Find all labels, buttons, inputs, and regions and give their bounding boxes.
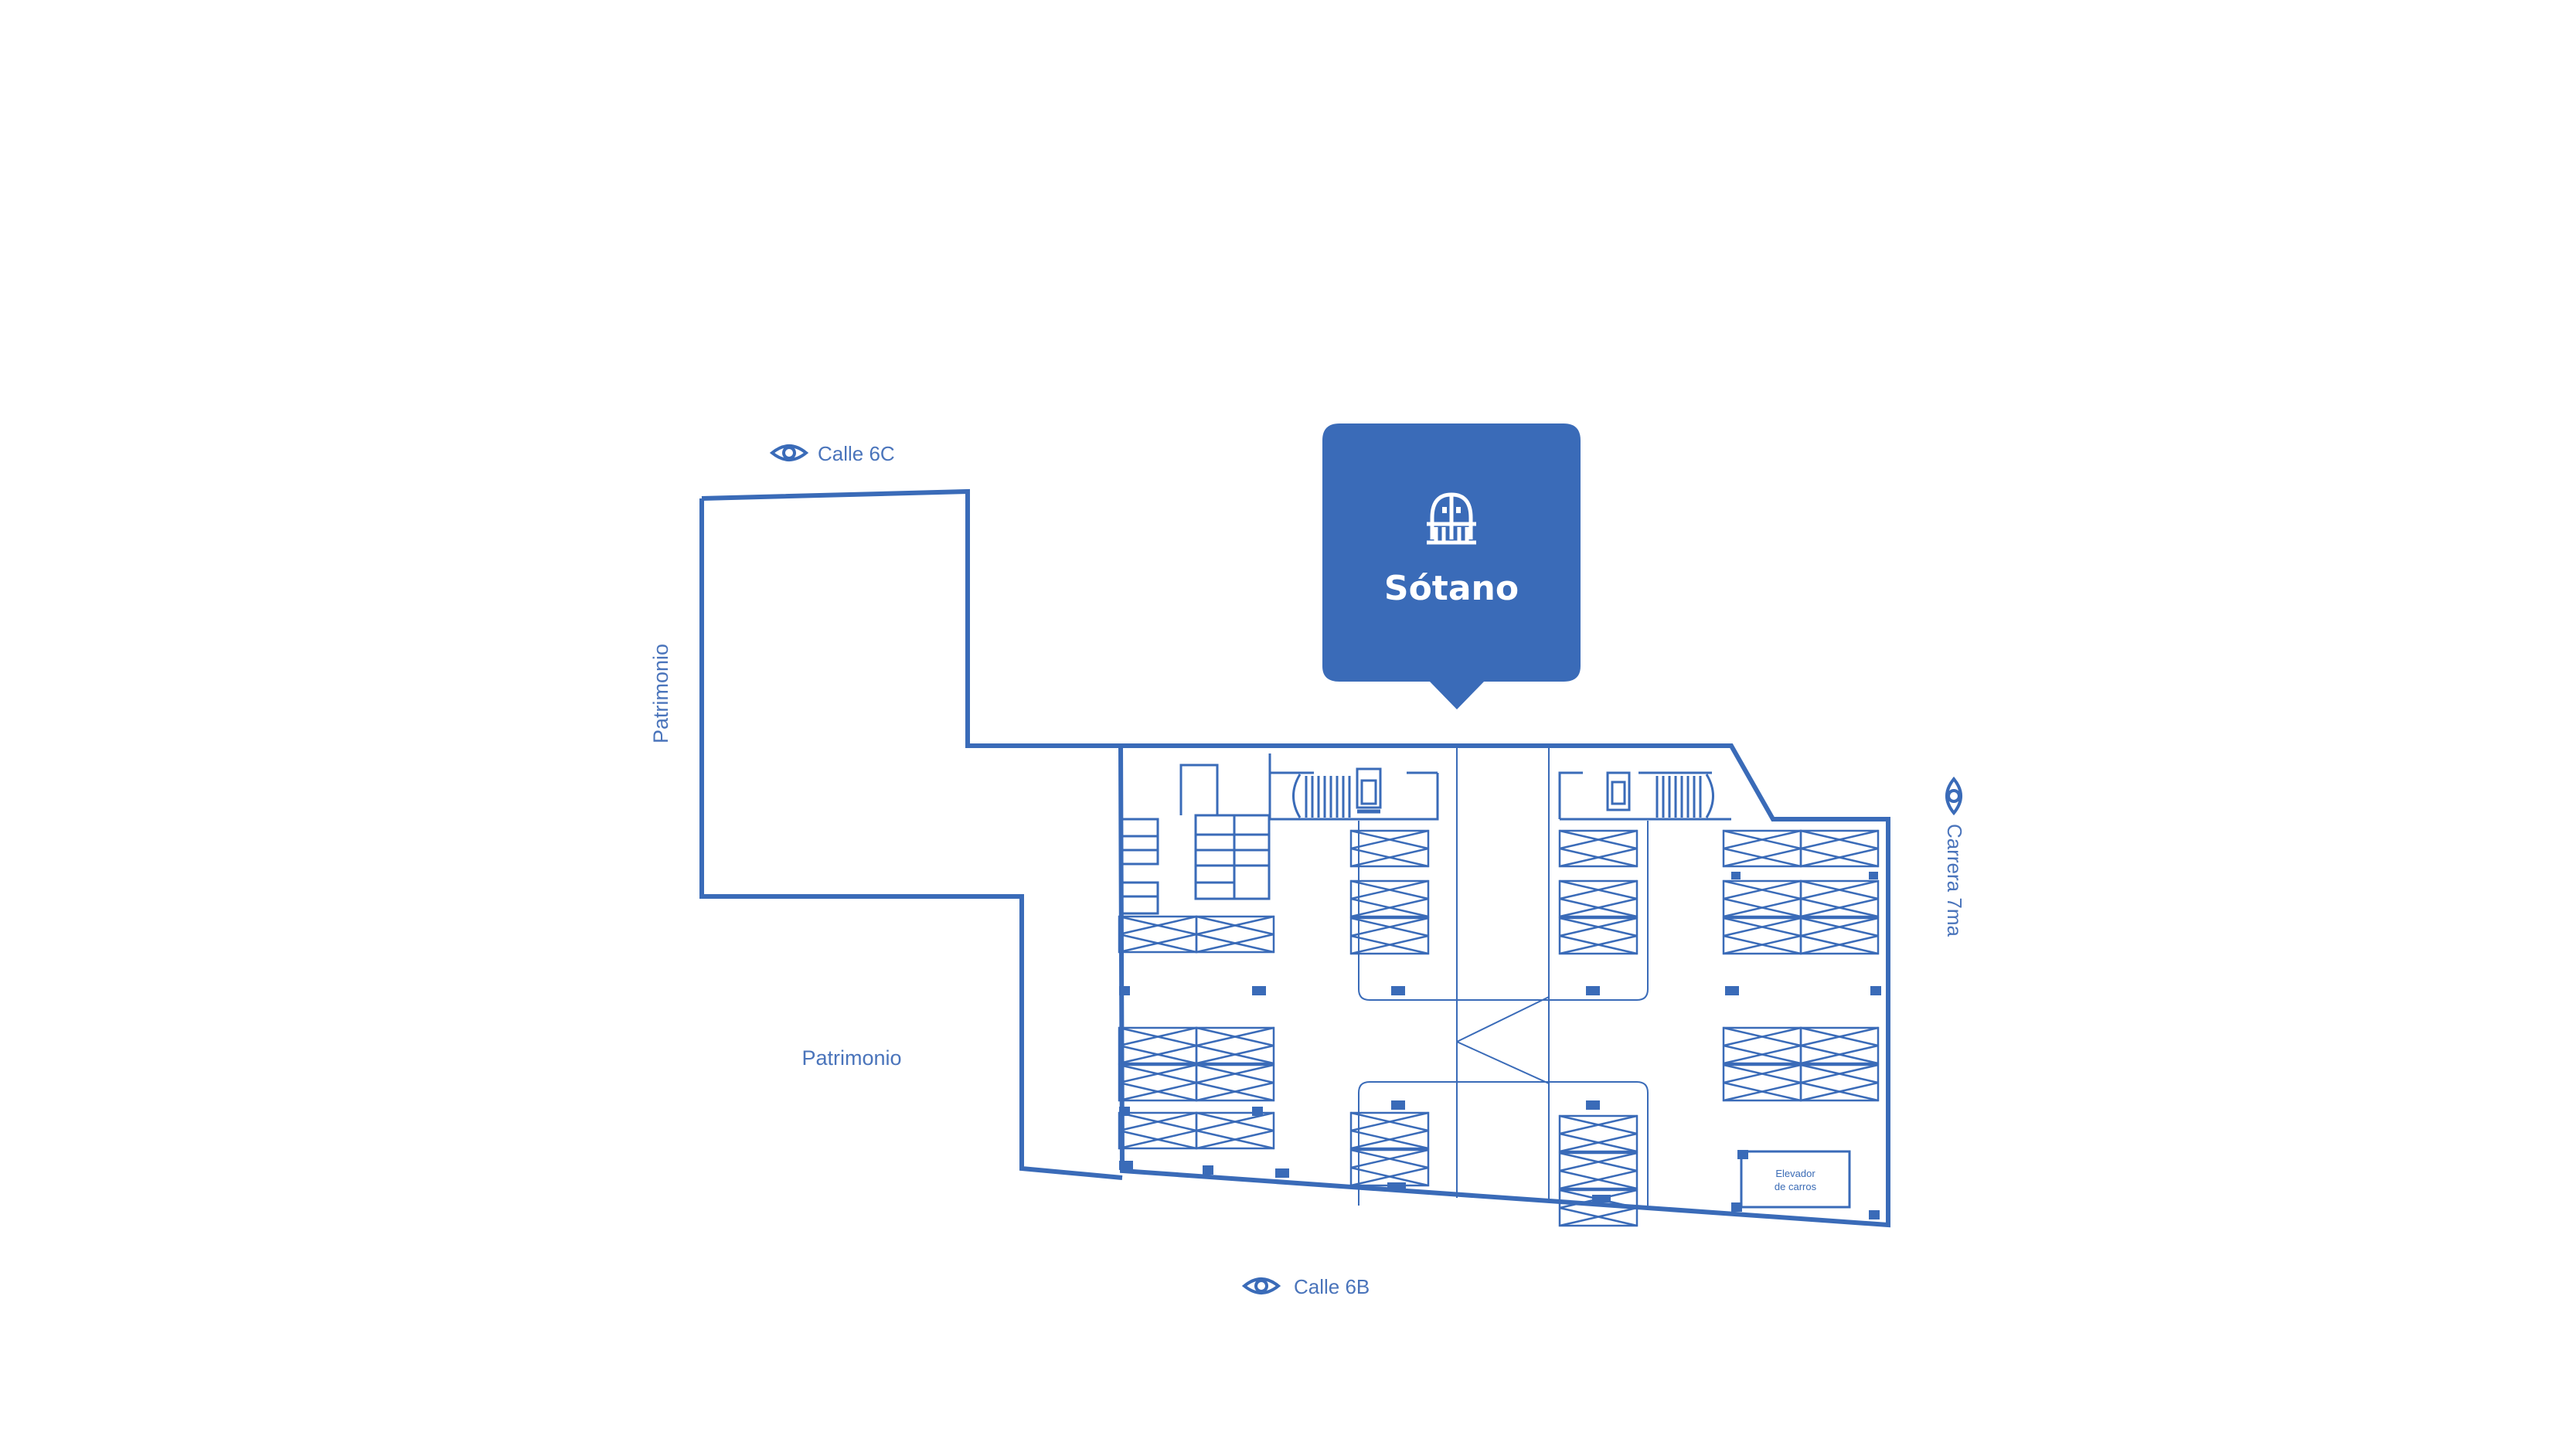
eye-icon: [1243, 1277, 1280, 1294]
boundary-label-west: Patrimonio: [649, 644, 672, 743]
level-callout[interactable]: Sótano: [1322, 423, 1581, 709]
street-marker-east[interactable]: Carrera 7ma: [1943, 777, 1966, 937]
level-title: Sótano: [1384, 569, 1519, 608]
street-marker-north[interactable]: Calle 6C: [771, 442, 895, 465]
boundary-label-southwest: Patrimonio: [801, 1046, 901, 1070]
storage-lockers: [1119, 764, 1271, 915]
eye-icon: [771, 444, 808, 461]
street-label-north: Calle 6C: [818, 442, 895, 465]
parking-stalls: [1118, 829, 1880, 1227]
stair-core-left: [1268, 753, 1439, 821]
building-dome-icon: [1427, 492, 1476, 545]
car-lift-label-line2: de carros: [1775, 1181, 1817, 1192]
lot-boundary: [699, 488, 1890, 1228]
street-label-east: Carrera 7ma: [1943, 824, 1966, 937]
central-ramp: [1358, 746, 1649, 1206]
car-lift-room: Elevador de carros: [1740, 1150, 1851, 1209]
stair-core-right: [1558, 771, 1731, 821]
eye-icon: [1945, 777, 1962, 815]
street-marker-south[interactable]: Calle 6B: [1243, 1275, 1370, 1298]
street-label-south: Calle 6B: [1294, 1275, 1370, 1298]
car-lift-label-line1: Elevador: [1775, 1168, 1815, 1179]
structural-columns: [1119, 872, 1881, 1219]
